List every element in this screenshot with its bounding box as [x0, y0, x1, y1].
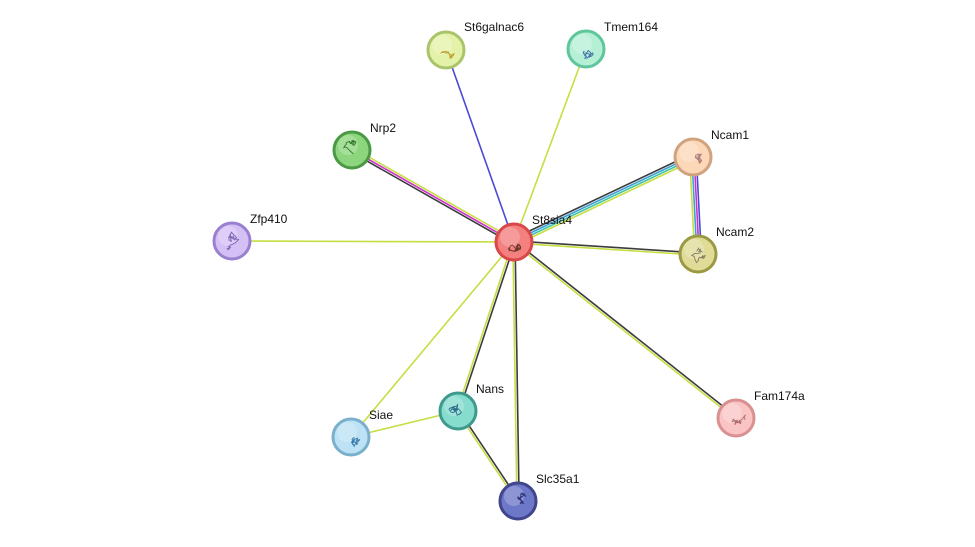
protein-structure-icon [690, 247, 707, 264]
node-ncam2[interactable]: Ncam2 [678, 225, 754, 274]
node-circle [426, 30, 466, 70]
edge-line-textmining [456, 240, 514, 412]
node-label-ncam2: Ncam2 [716, 225, 754, 239]
node-circle [716, 398, 756, 438]
protein-structure-icon [731, 414, 747, 426]
edge-line-textmining [231, 240, 515, 243]
node-label-ncam1: Ncam1 [711, 128, 749, 142]
node-highlight [444, 396, 464, 416]
node-circle [498, 481, 538, 521]
edge-line-coexpression [513, 240, 699, 254]
edge-line-textmining [352, 147, 516, 241]
node-highlight [679, 142, 699, 162]
node-label-tmem164: Tmem164 [604, 20, 658, 34]
node-label-fam174a: Fam174a [754, 389, 805, 403]
edge-st8sia4-nans[interactable] [456, 240, 516, 413]
node-label-st6galnac6: St6galnac6 [464, 20, 524, 34]
edge-line-textmining [512, 242, 737, 420]
edge-st8sia4-zfp410[interactable] [231, 240, 515, 243]
protein-structure-icon [582, 49, 594, 59]
edge-st8sia4-slc35a1[interactable] [512, 241, 520, 502]
node-label-st8sia4: St8sia4 [532, 213, 572, 227]
node-circle [678, 234, 718, 274]
node-highlight [337, 422, 357, 442]
node-highlight [722, 403, 742, 423]
node-label-nrp2: Nrp2 [370, 121, 396, 135]
node-nrp2[interactable]: Nrp2 [332, 121, 396, 170]
node-slc35a1[interactable]: Slc35a1 [498, 472, 580, 521]
node-label-siae: Siae [369, 408, 393, 422]
node-ncam1[interactable]: Ncam1 [673, 128, 749, 177]
node-label-zfp410: Zfp410 [250, 212, 288, 226]
node-circle [332, 130, 372, 170]
edge-line-coexpression [458, 241, 516, 413]
protein-structure-icon [226, 231, 240, 251]
node-circle [331, 417, 371, 457]
node-highlight [684, 239, 704, 259]
edge-st8sia4-ncam2[interactable] [513, 240, 699, 256]
edge-line-textmining [512, 241, 518, 502]
edge-st8sia4-ncam1[interactable] [511, 153, 696, 246]
node-st8sia4[interactable]: St8sia4 [494, 213, 572, 262]
edge-line-neighborhood [513, 157, 695, 244]
edge-st8sia4-tmem164[interactable] [513, 48, 587, 243]
node-highlight [338, 135, 358, 155]
node-label-nans: Nans [476, 382, 504, 396]
node-siae[interactable]: Siae [331, 408, 393, 457]
edge-st8sia4-fam174a[interactable] [512, 240, 738, 420]
protein-structure-icon [694, 153, 703, 165]
protein-structure-icon [517, 492, 527, 505]
node-fam174a[interactable]: Fam174a [716, 389, 805, 438]
node-highlight [500, 227, 520, 247]
edge-st8sia4-st6galnac6[interactable] [445, 49, 515, 243]
node-tmem164[interactable]: Tmem164 [566, 20, 658, 69]
protein-structure-icon [507, 243, 522, 253]
edge-line-cooccurrence [512, 155, 694, 242]
edge-st8sia4-siae[interactable] [350, 241, 515, 438]
edge-line-textmining [514, 159, 696, 246]
node-highlight [432, 35, 452, 55]
edge-line-coexpression [350, 151, 514, 245]
protein-structure-icon [350, 437, 361, 448]
edge-line-textmining [513, 48, 587, 243]
node-highlight [218, 226, 238, 246]
node-circle [438, 391, 478, 431]
node-label-slc35a1: Slc35a1 [536, 472, 580, 486]
edge-line-experiments [351, 149, 515, 243]
protein-structure-icon [342, 139, 357, 155]
edge-line-database [445, 49, 515, 243]
node-circle [673, 137, 713, 177]
edge-line-coexpression [511, 153, 693, 240]
node-st6galnac6[interactable]: St6galnac6 [426, 20, 524, 70]
protein-structure-icon [448, 403, 462, 416]
edge-line-coexpression [513, 240, 738, 418]
node-nans[interactable]: Nans [438, 382, 504, 431]
node-highlight [504, 486, 524, 506]
node-circle [566, 29, 606, 69]
edge-line-textmining [350, 241, 515, 438]
node-zfp410[interactable]: Zfp410 [212, 212, 288, 261]
edge-line-coexpression [514, 241, 520, 502]
node-circle [212, 221, 252, 261]
node-circle [494, 222, 534, 262]
protein-structure-icon [439, 50, 456, 59]
edge-line-textmining [513, 242, 699, 256]
node-highlight [572, 34, 592, 54]
edge-st8sia4-nrp2[interactable] [350, 147, 516, 245]
